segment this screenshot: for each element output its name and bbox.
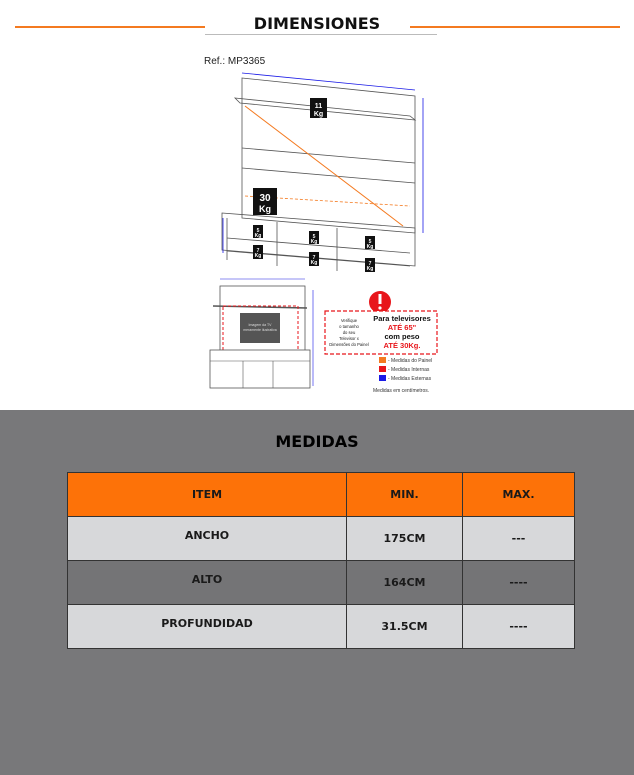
table-row: PROFUNDIDAD 31.5CM ---- <box>67 604 575 649</box>
row-min: 164CM <box>346 560 463 605</box>
svg-text:Imagem da TV: Imagem da TV <box>249 323 273 327</box>
col-max: MAX. <box>462 472 575 517</box>
check-note: Verifique o tamanho do seu Televisor x D… <box>329 318 369 347</box>
svg-text:Kg: Kg <box>314 111 323 118</box>
row-item: PROFUNDIDAD <box>67 604 347 649</box>
diagonal-measure <box>244 105 404 227</box>
legend: - Medidas do Painel - Medidas Internas -… <box>373 357 432 394</box>
outer-width-measure <box>241 72 416 91</box>
svg-text:- Medidas do Painel: - Medidas do Painel <box>388 358 432 364</box>
svg-text:7: 7 <box>257 248 260 254</box>
svg-text:Kg: Kg <box>255 233 262 239</box>
svg-text:ATÉ 30Kg.: ATÉ 30Kg. <box>384 341 421 350</box>
table-header: ITEM MIN. MAX. <box>67 472 575 517</box>
svg-text:Verifique: Verifique <box>341 318 358 323</box>
svg-text:Kg: Kg <box>311 239 318 245</box>
row-item: ANCHO <box>67 516 347 561</box>
svg-text:meramente ilustrativa: meramente ilustrativa <box>243 328 277 332</box>
svg-text:5: 5 <box>369 239 372 245</box>
svg-text:7: 7 <box>313 255 316 261</box>
svg-text:Televisor x: Televisor x <box>339 336 360 341</box>
svg-text:do seu: do seu <box>343 330 356 335</box>
table-row: ALTO 164CM ---- <box>67 560 575 605</box>
front-view-drawing: Imagem da TV meramente ilustrativa <box>209 278 314 389</box>
svg-text:Kg: Kg <box>367 266 374 272</box>
svg-text:Kg: Kg <box>311 260 318 266</box>
svg-text:Para televisores: Para televisores <box>373 314 431 323</box>
svg-text:- Medidas Internas: - Medidas Internas <box>388 367 430 373</box>
svg-text:30: 30 <box>259 193 271 204</box>
row-min: 31.5CM <box>346 604 463 649</box>
row-max: ---- <box>462 604 575 649</box>
svg-text:Kg: Kg <box>255 253 262 259</box>
svg-text:- Medidas Externas: - Medidas Externas <box>388 376 432 382</box>
panel-drawing <box>221 77 417 271</box>
svg-text:11: 11 <box>315 103 323 110</box>
section-title: DIMENSIONES <box>253 14 381 33</box>
svg-text:o tamanho: o tamanho <box>339 324 359 329</box>
title-rule-left <box>15 26 205 28</box>
row-min: 175CM <box>346 516 463 561</box>
warning-icon <box>369 291 391 313</box>
product-ref: Ref.: MP3365 <box>204 56 266 67</box>
svg-text:5: 5 <box>313 234 316 240</box>
measures-title: MEDIDAS <box>275 432 359 451</box>
svg-text:Medidas em centímetros.: Medidas em centímetros. <box>373 388 429 394</box>
svg-text:Kg: Kg <box>259 204 271 214</box>
furniture-diagram: 11 Kg 30 Kg 5Kg 5Kg 5Kg 7Kg 7Kg 7Kg Imag… <box>209 72 438 394</box>
svg-text:Dimensões do Painel: Dimensões do Painel <box>329 342 369 347</box>
svg-text:5: 5 <box>257 228 260 234</box>
row-item: ALTO <box>67 560 347 605</box>
row-max: ---- <box>462 560 575 605</box>
dimensions-section: DIMENSIONES Ref.: MP3365 11 Kg 30 Kg <box>15 14 620 394</box>
svg-text:ATÉ 65": ATÉ 65" <box>388 323 417 332</box>
weight-icon-panel: 30 Kg <box>253 188 277 215</box>
title-underline <box>205 34 437 35</box>
weight-icon-top: 11 Kg <box>310 98 327 118</box>
row-max: --- <box>462 516 575 561</box>
svg-text:com peso: com peso <box>384 332 419 341</box>
tv-note-box <box>324 310 438 355</box>
svg-text:7: 7 <box>369 261 372 267</box>
col-item: ITEM <box>67 472 347 517</box>
title-rule-right <box>410 26 620 28</box>
table-row: ANCHO 175CM --- <box>67 516 575 561</box>
svg-text:Kg: Kg <box>367 244 374 250</box>
tv-note: Para televisores ATÉ 65" com peso ATÉ 30… <box>373 314 431 350</box>
measures-table: ITEM MIN. MAX. ANCHO 175CM --- ALTO 164C… <box>67 472 575 649</box>
col-min: MIN. <box>346 472 463 517</box>
